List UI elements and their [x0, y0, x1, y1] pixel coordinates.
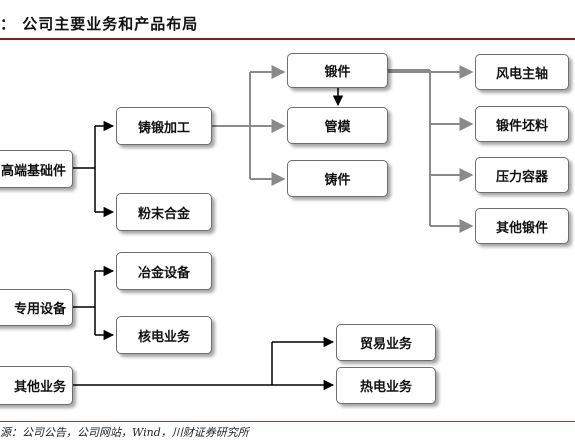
- node-nuclear-business: 核电业务: [116, 316, 212, 354]
- node-wind-main-shaft: 风电主轴: [475, 54, 569, 90]
- node-metallurgy-equipment: 冶金设备: [116, 252, 212, 290]
- footer-rule: [0, 421, 575, 422]
- node-forging-blank: 锻件坯料: [475, 106, 569, 142]
- node-powder-metallurgy: 粉末合金: [116, 193, 212, 231]
- figure-title: ： 公司主要业务和产品布局: [0, 15, 199, 33]
- source-note: 源：公司公告，公司网站，Wind，川财证券研究所: [0, 426, 249, 439]
- node-other-forgings: 其他锻件: [475, 208, 569, 244]
- node-trade-business: 贸易业务: [336, 324, 436, 361]
- node-pressure-vessel: 压力容器: [475, 157, 569, 193]
- header-rule: [0, 38, 575, 40]
- black-connectors: [73, 86, 344, 391]
- node-casting-forging: 铸锻加工: [116, 107, 212, 145]
- node-high-end-base-parts: 高端基础件: [0, 150, 73, 188]
- node-castings: 铸件: [287, 160, 388, 197]
- node-thermal-power-business: 热电业务: [336, 367, 436, 404]
- node-pipe-mold: 管模: [287, 107, 388, 144]
- gray-connectors: [212, 65, 474, 233]
- node-forgings: 锻件: [287, 53, 388, 88]
- node-other-business: 其他业务: [0, 366, 73, 405]
- node-special-equipment: 专用设备: [0, 289, 73, 326]
